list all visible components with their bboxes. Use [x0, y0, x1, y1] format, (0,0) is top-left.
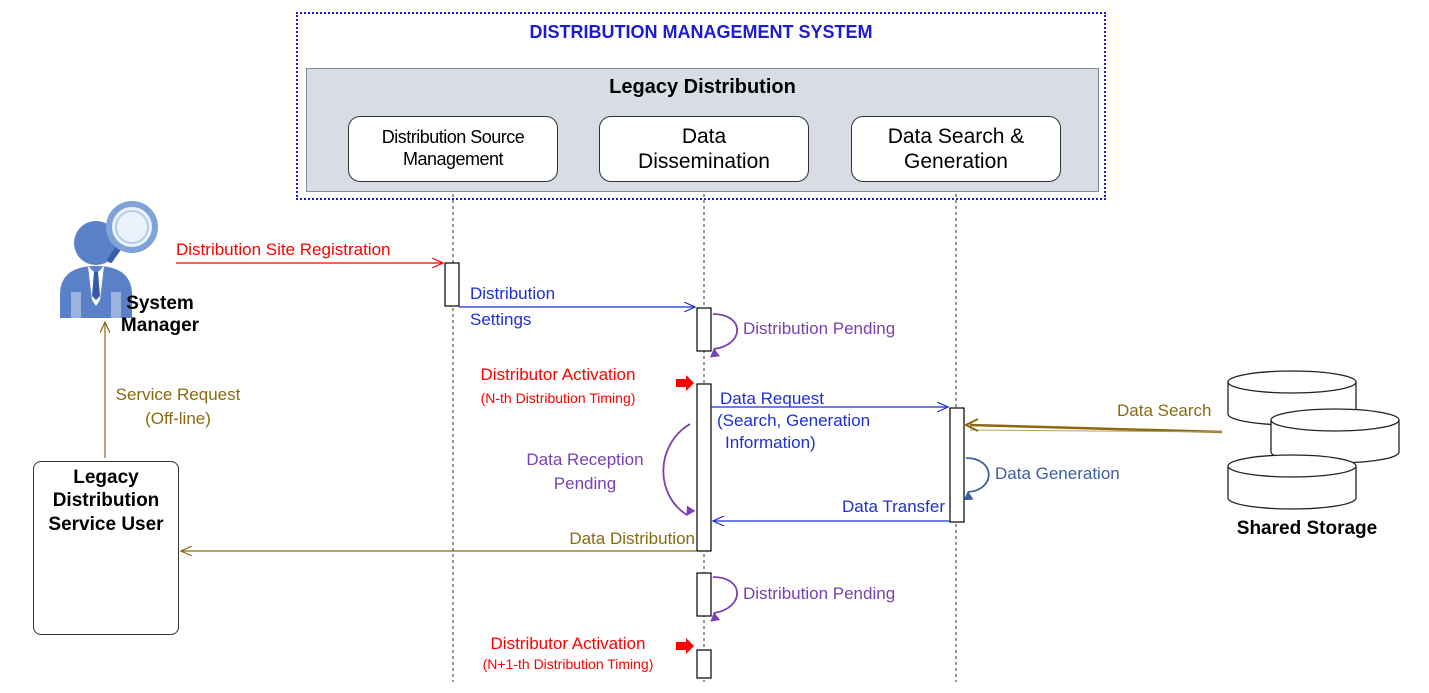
label-distribution-pending-1: Distribution Pending	[743, 319, 896, 338]
label-data-generation: Data Generation	[995, 464, 1120, 483]
label-data-request-detail-line2: Information)	[725, 433, 816, 452]
activation-source	[444, 262, 460, 307]
system-manager-line2: Manager	[120, 314, 200, 336]
loop-data-reception-pending	[662, 423, 696, 516]
system-manager-line1: System	[126, 293, 194, 314]
label-activation-2-timing: (N+1-th Distribution Timing)	[482, 656, 654, 672]
component-label-line2: Dissemination	[638, 150, 770, 173]
component-search-generation: Data Search & Generation	[851, 116, 1061, 182]
component-label-line1: Data Search &	[887, 124, 1025, 148]
label-activation-1: Distributor Activation	[480, 365, 636, 384]
label-data-distribution: Data Distribution	[569, 529, 695, 548]
legacy-distribution-title: Legacy Distribution	[609, 76, 796, 98]
system-manager-icon	[60, 201, 158, 318]
label-data-transfer: Data Transfer	[842, 497, 945, 516]
system-manager-label: System Manager	[100, 293, 220, 337]
label-service-request-line2: (Off-line)	[145, 409, 211, 428]
loop-data-generation	[963, 457, 990, 501]
component-label-line2: Management	[402, 149, 504, 169]
label-distribution-pending-2: Distribution Pending	[743, 584, 896, 603]
service-user-line3: Service User	[48, 513, 164, 535]
component-data-dissemination: Data Dissemination	[599, 116, 809, 182]
label-settings-line2: Settings	[470, 310, 532, 329]
label-data-request: Data Request	[720, 389, 824, 408]
label-reception-pending-line1: Data Reception	[526, 450, 644, 469]
label-site-registration: Distribution Site Registration	[176, 240, 391, 259]
shared-storage-label: Shared Storage	[1236, 518, 1378, 539]
system-title: DISTRIBUTION MANAGEMENT SYSTEM	[529, 22, 873, 42]
storage-cylinder-right	[1270, 408, 1400, 464]
distribution-management-system-box	[296, 12, 1106, 200]
label-data-search: Data Search	[1117, 401, 1212, 420]
service-user-box	[33, 461, 179, 635]
activation-dissemination	[696, 383, 712, 552]
label-activation-2: Distributor Activation	[490, 634, 646, 653]
activation-pending-1	[696, 307, 712, 352]
loop-distribution-pending-2	[710, 576, 739, 622]
activation-indicator-1	[676, 375, 694, 391]
storage-cylinders	[1227, 370, 1400, 510]
service-user-label: Legacy Distribution Service User	[33, 466, 179, 536]
component-label-line2: Generation	[904, 150, 1008, 173]
loop-distribution-pending-1	[710, 313, 739, 358]
label-activation-1-timing: (N-th Distribution Timing)	[480, 390, 636, 406]
service-user-line1: Legacy	[73, 467, 139, 488]
service-user-line2: Distribution	[52, 490, 160, 512]
label-data-request-detail-line1: (Search, Generation	[717, 411, 871, 430]
label-reception-pending-line2: Pending	[553, 474, 617, 493]
component-source-management: Distribution Source Management	[348, 116, 558, 182]
activation-pending-2	[696, 572, 712, 617]
component-label-line1: Distribution Source	[381, 127, 525, 148]
activation-bars	[444, 262, 965, 679]
label-service-request-line1: Service Request	[115, 385, 241, 404]
activation-search-generation	[949, 407, 965, 523]
arrow-data-search	[963, 418, 1223, 434]
activation-indicator-2	[676, 638, 694, 654]
component-label-line1: Data	[681, 124, 727, 148]
storage-cylinder-bottom	[1227, 454, 1357, 510]
label-settings-line1: Distribution	[470, 284, 556, 303]
activation-next	[696, 649, 712, 679]
